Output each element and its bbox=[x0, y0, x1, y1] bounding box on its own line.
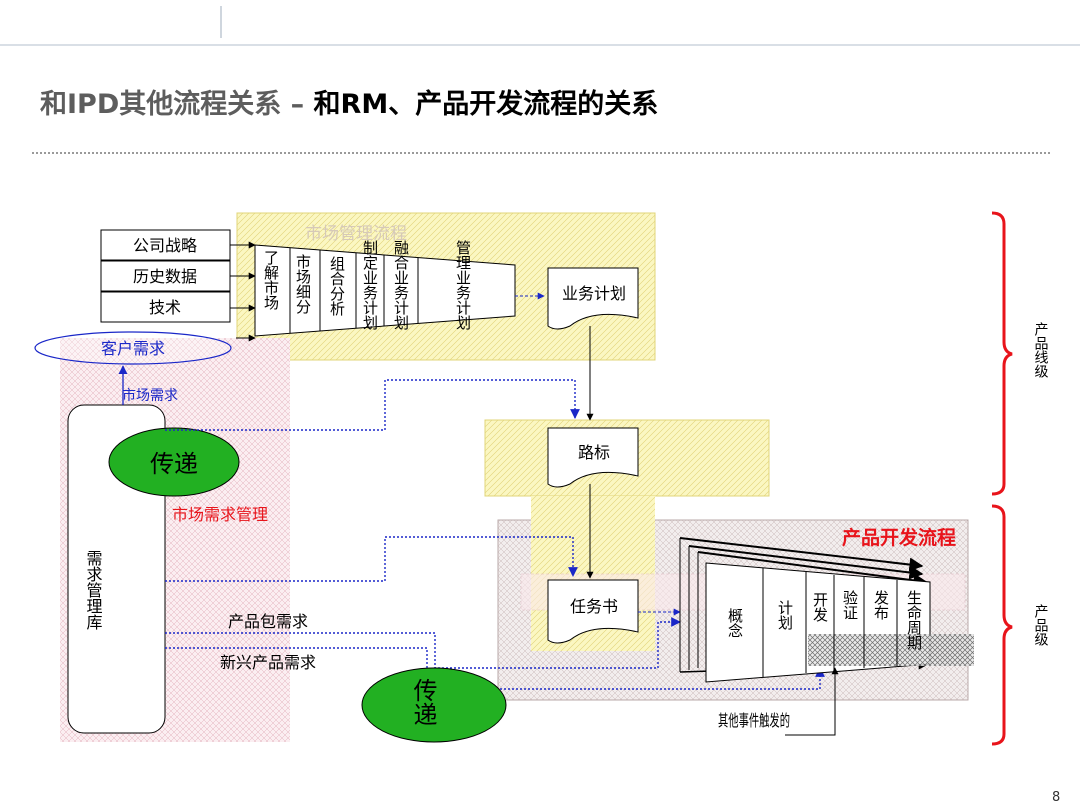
funnel-step-portfolio: 组合分析 bbox=[328, 256, 345, 316]
funnel-step-manage: 管理业务计划 bbox=[454, 240, 471, 330]
market-process-title: 市场管理流程 bbox=[305, 224, 407, 243]
input-box-technology: 技术 bbox=[100, 291, 231, 323]
funnel-step-integrate: 融合业务计划 bbox=[392, 240, 409, 330]
input-history-label: 历史数据 bbox=[133, 268, 197, 286]
other-events-label: 其他事件触发的 bbox=[718, 712, 790, 730]
flow-to-roadmap bbox=[165, 379, 580, 431]
funnel-step-understand: 了解市场 bbox=[262, 250, 279, 311]
phase-concept: 概念 bbox=[726, 608, 743, 638]
flow-product-package bbox=[165, 617, 681, 669]
transfer-label-bottom: 传递 bbox=[409, 678, 437, 726]
input-strategy-label: 公司战略 bbox=[133, 237, 197, 255]
charter-doc: 任务书 bbox=[547, 579, 639, 644]
product-dev-title: 产品开发流程 bbox=[842, 526, 956, 549]
transfer-ellipse-top bbox=[108, 427, 240, 497]
business-plan-doc: 业务计划 bbox=[547, 267, 639, 330]
header-divider-mark bbox=[220, 6, 222, 38]
phase-release: 发布 bbox=[872, 590, 889, 620]
flow-to-charter bbox=[165, 536, 578, 582]
roadmap-label: 路标 bbox=[578, 444, 610, 462]
product-package-need-label: 产品包需求 bbox=[228, 613, 308, 631]
page-title: 和IPD其他流程关系 – 和RM、产品开发流程的关系 bbox=[40, 82, 658, 121]
input-technology-label: 技术 bbox=[149, 299, 181, 317]
product-level-bracket bbox=[991, 504, 1013, 746]
product-line-level-bracket bbox=[991, 211, 1013, 496]
phase-plan: 计划 bbox=[776, 600, 793, 630]
phase-lifecycle: 生命周期 bbox=[905, 590, 922, 651]
product-dev-phases bbox=[705, 562, 974, 683]
input-box-history: 历史数据 bbox=[100, 260, 231, 292]
roadmap-doc: 路标 bbox=[547, 427, 639, 488]
funnel-step-segment: 市场细分 bbox=[294, 254, 311, 315]
market-need-label: 市场需求 bbox=[122, 387, 178, 404]
input-box-strategy: 公司战略 bbox=[100, 229, 231, 261]
funnel-step-plan: 制定业务计划 bbox=[361, 240, 378, 330]
phase-verify: 验证 bbox=[841, 590, 858, 620]
title-prefix: 和IPD其他流程关系 – bbox=[40, 89, 314, 120]
requirement-repository-label: 需求管理库 bbox=[84, 550, 103, 630]
business-plan-label: 业务计划 bbox=[562, 285, 626, 303]
other-events-arrow bbox=[785, 667, 839, 736]
market-funnel bbox=[254, 244, 516, 337]
rm-title: 市场需求管理 bbox=[172, 506, 268, 524]
charter-label: 任务书 bbox=[570, 598, 618, 616]
page-number: 8 bbox=[1052, 790, 1061, 805]
product-level-label: 产品级 bbox=[1033, 604, 1049, 646]
product-line-level-label: 产品线级 bbox=[1033, 322, 1049, 378]
transfer-label-top: 传递 bbox=[150, 451, 198, 478]
title-divider bbox=[32, 152, 1050, 154]
transfer-ellipse-bottom bbox=[361, 667, 507, 743]
emerging-product-need-label: 新兴产品需求 bbox=[220, 654, 316, 672]
title-main: 和RM、产品开发流程的关系 bbox=[313, 89, 659, 120]
header-rule bbox=[0, 44, 1080, 46]
customer-need-label: 客户需求 bbox=[101, 340, 165, 358]
customer-need-ellipse bbox=[34, 331, 232, 365]
phase-develop: 开发 bbox=[811, 592, 828, 622]
